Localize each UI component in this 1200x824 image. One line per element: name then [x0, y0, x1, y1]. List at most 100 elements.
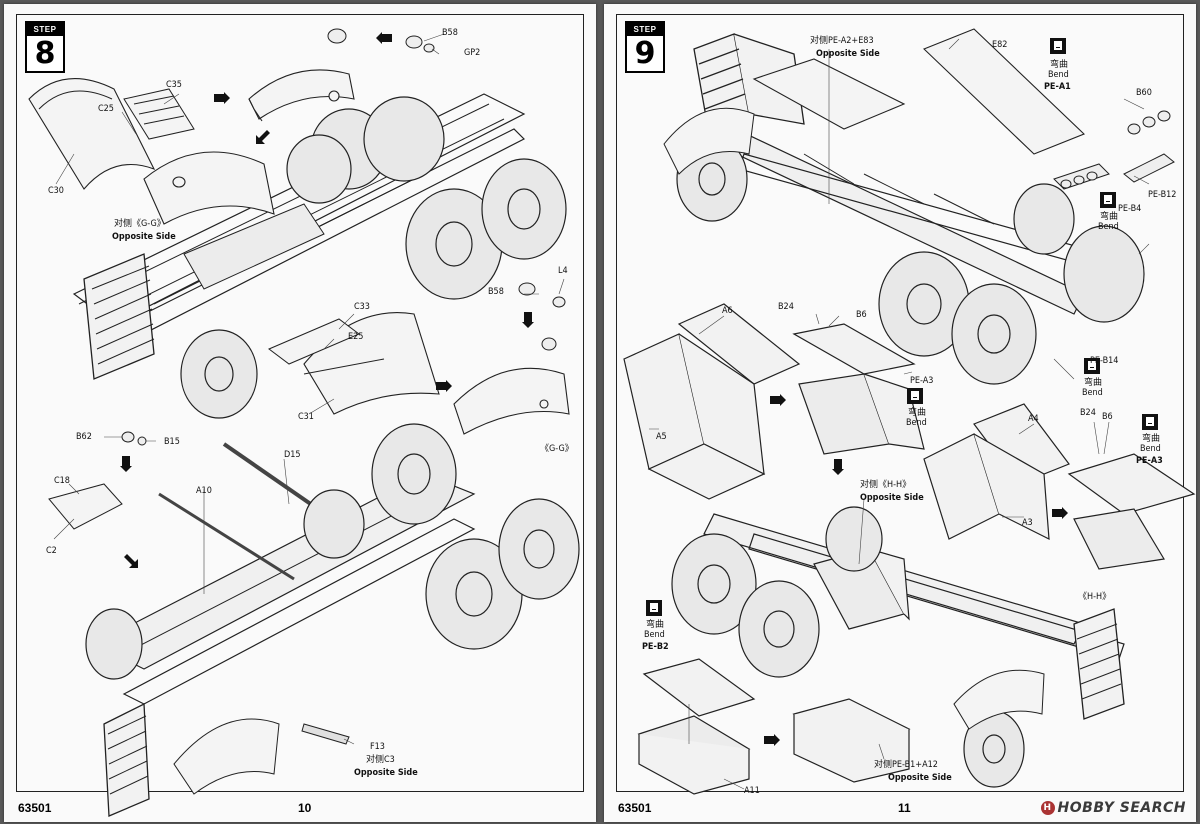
- page-number: 11: [898, 801, 911, 815]
- left-page-frame: STEP 8: [16, 14, 584, 792]
- label-bend4-en: Bend: [1082, 388, 1103, 398]
- label-c30: C30: [48, 186, 64, 196]
- lower-radiator: [1073, 608, 1125, 720]
- label-a6: A6: [722, 306, 733, 316]
- label-opp-hh-en: Opposite Side: [860, 493, 924, 503]
- arrow-right-icon: [764, 734, 780, 746]
- label-opp-gg-cn: 对侧《G-G》: [114, 219, 166, 229]
- leader-lines: [649, 38, 1150, 790]
- watermark-text: HOBBY SEARCH: [1057, 800, 1186, 816]
- lower-wheels: [85, 423, 580, 680]
- arrow-right-icon: [436, 380, 452, 392]
- label-e82: E82: [992, 40, 1008, 50]
- step-8-line-drawing: [28, 28, 580, 817]
- label-c31: C31: [298, 412, 314, 422]
- label-bend6-cn: 弯曲: [646, 620, 665, 630]
- label-pe-a1: PE-A1: [1044, 82, 1071, 92]
- bend-icon: [1100, 192, 1116, 208]
- watermark-logo-icon: H: [1040, 801, 1055, 815]
- label-pe-b2: PE-B2: [642, 642, 669, 652]
- arrow-down-icon: [120, 456, 132, 472]
- label-b6-mid: B6: [1102, 412, 1113, 422]
- label-opp-pe-b1-cn: 对侧PE-B1+A12: [874, 760, 938, 770]
- label-a11: A11: [744, 786, 760, 796]
- label-b15: B15: [164, 437, 180, 447]
- label-pe-b12: PE-B12: [1148, 190, 1177, 200]
- box-pe-b2-a11: [637, 658, 756, 795]
- kit-code: 63501: [618, 801, 652, 815]
- step-number: 9: [634, 36, 656, 71]
- label-gp2: GP2: [464, 48, 481, 58]
- label-c18: C18: [54, 476, 70, 486]
- label-opp-c3-en: Opposite Side: [354, 768, 418, 778]
- upper-wheels: [180, 96, 567, 419]
- lower-tank-center: [813, 548, 910, 630]
- arrow-down-icon: [522, 312, 534, 328]
- fender-c35: [123, 88, 195, 140]
- lower-radiator: [103, 702, 150, 817]
- label-pe-b14: PE-B14: [1090, 356, 1119, 366]
- label-bend2-cn: 弯曲: [1100, 212, 1119, 222]
- arrow-down-icon: [832, 459, 844, 475]
- arrow-down-right-icon: [124, 554, 138, 568]
- step-badge-9: STEP 9: [625, 21, 665, 73]
- lower-fender: [173, 718, 280, 795]
- label-b6-top: B6: [856, 310, 867, 320]
- label-opp-hh-cn: 对侧《H-H》: [860, 480, 912, 490]
- label-b62: B62: [76, 432, 92, 442]
- label-a3: A3: [1022, 518, 1033, 528]
- kit-code: 63501: [18, 801, 52, 815]
- label-opp-pe-a2-cn: 对侧PE-A2+E83: [810, 36, 874, 46]
- fender-c30: [28, 78, 156, 190]
- label-b24-top: B24: [778, 302, 794, 312]
- arrow-right-icon: [770, 394, 786, 406]
- box-pe-b1: [792, 698, 911, 783]
- label-b58-top: B58: [442, 28, 458, 38]
- step-label: STEP: [27, 23, 63, 36]
- label-bend4-cn: 弯曲: [1084, 378, 1103, 388]
- upper-fender: [663, 107, 755, 175]
- arrow-right-icon: [214, 92, 230, 104]
- plate-e82: [923, 28, 1085, 155]
- label-bend5-cn: 弯曲: [1142, 434, 1161, 444]
- arrow-right-icon: [1052, 507, 1068, 519]
- upper-radiator: [83, 253, 155, 380]
- label-a4: A4: [1028, 414, 1039, 424]
- label-c25: C25: [98, 104, 114, 114]
- step-9-line-drawing: [623, 28, 1196, 795]
- bend-icon: [1142, 414, 1158, 430]
- label-a5: A5: [656, 432, 667, 442]
- label-pe-a3-right: PE-A3: [1136, 456, 1163, 466]
- fender-gg: [143, 151, 275, 225]
- fender-top-right: [248, 69, 355, 122]
- bend-icon: [1084, 358, 1100, 374]
- part-f13: [301, 723, 350, 745]
- label-c2: C2: [46, 546, 57, 556]
- bracket-c18: [48, 483, 123, 530]
- label-b58-mid: B58: [488, 287, 504, 297]
- tank-a4-a3: [923, 403, 1070, 541]
- fender-c33: [268, 318, 360, 365]
- label-bend3-cn: 弯曲: [908, 408, 927, 418]
- label-pe-a3-mid: PE-A3: [910, 376, 934, 386]
- arrow-down-left-icon: [256, 130, 270, 144]
- tank-pe-a3-right: [1067, 453, 1196, 570]
- label-bend6-en: Bend: [644, 630, 665, 640]
- bend-icon: [907, 388, 923, 404]
- small-parts-top: [121, 28, 566, 446]
- label-gg: 《G-G》: [540, 444, 574, 454]
- label-c35: C35: [166, 80, 182, 90]
- label-opp-pe-b1-en: Opposite Side: [888, 773, 952, 783]
- left-page: STEP 8: [4, 4, 596, 822]
- bracket-pe-b12: [1123, 110, 1175, 183]
- label-d15: D15: [284, 450, 301, 460]
- label-bend1-en: Bend: [1048, 70, 1069, 80]
- upper-wheels: [676, 136, 1145, 385]
- label-c33: C33: [354, 302, 370, 312]
- arrow-left-icon: [376, 32, 392, 44]
- step-label: STEP: [627, 23, 663, 36]
- label-bend1-cn: 弯曲: [1050, 60, 1069, 70]
- label-l4: L4: [558, 266, 568, 276]
- label-e25: E25: [348, 332, 364, 342]
- step-number: 8: [34, 36, 56, 71]
